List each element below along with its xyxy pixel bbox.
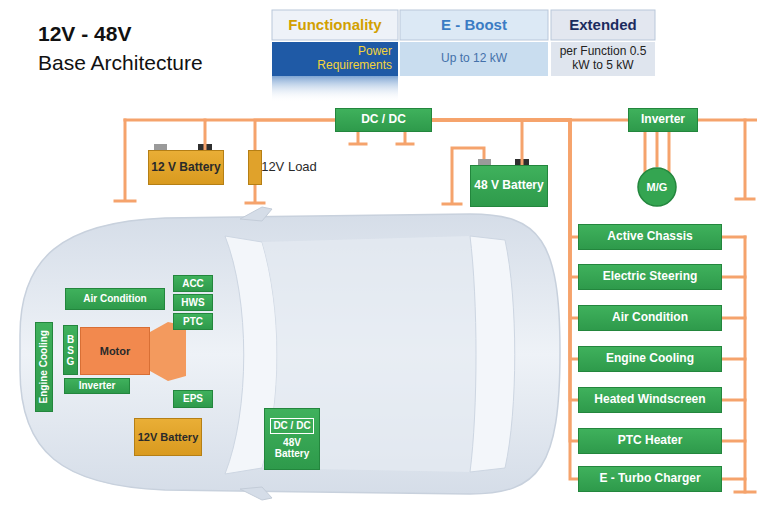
power-wire <box>432 120 578 359</box>
power-wire <box>656 132 659 167</box>
power-wire <box>205 120 335 150</box>
node-text: HWS <box>181 297 204 309</box>
battery-box: 12 V Battery <box>148 150 224 185</box>
table-header: Extended <box>551 10 655 40</box>
phase-wire <box>645 132 669 172</box>
bus-wire <box>125 119 205 122</box>
function-box: Air Condition <box>578 305 722 331</box>
function-box: Electric Steering <box>578 264 722 290</box>
power-wire <box>432 120 578 277</box>
node-text: DC / DC <box>361 113 406 127</box>
ground-stub <box>397 132 413 144</box>
power-wire <box>432 120 522 165</box>
power-wire <box>432 120 578 441</box>
converter-box: DC / DC <box>335 108 432 132</box>
ground-wire <box>736 120 754 199</box>
table-cell-text: per Function 0.5 kW to 5 kW <box>558 42 648 76</box>
node-text: Active Chassis <box>607 230 692 244</box>
component-box: Inverter <box>64 378 130 394</box>
function-box: Engine Cooling <box>578 346 722 372</box>
component-box: HWS <box>173 294 213 311</box>
node-text: PTC Heater <box>618 434 683 448</box>
table-cell <box>272 10 398 40</box>
table-cell <box>272 42 398 76</box>
diagram-subtitle: Base Architecture <box>38 50 258 76</box>
transmission-shape <box>150 322 186 381</box>
node-text: M/G <box>647 181 668 194</box>
bus-wire <box>698 119 757 122</box>
function-box: Active Chassis <box>578 224 722 250</box>
node-text: Engine Cooling <box>38 330 50 403</box>
converter-battery-box: DC / DC 48V Battery <box>264 408 320 470</box>
ground-wire <box>124 120 127 200</box>
battery-box: 12V Battery <box>134 418 202 456</box>
component-box: EPS <box>173 390 213 408</box>
node-text: 48V Battery <box>265 437 319 460</box>
car-mirror <box>240 207 272 221</box>
node-text: Inverter <box>641 113 685 127</box>
engine-box: Motor <box>80 327 150 375</box>
circle-shape <box>638 168 676 206</box>
power-wire <box>432 120 578 237</box>
inverter-box: Inverter <box>628 108 698 132</box>
car-mirror <box>240 487 272 500</box>
node-text: Electric Steering <box>603 270 698 284</box>
node-text: E - Turbo Charger <box>599 472 700 486</box>
component-box: Air Condition <box>65 288 165 310</box>
node-text: BSG <box>66 334 76 367</box>
table-cell <box>400 42 548 76</box>
component-box: Engine Cooling <box>35 322 53 412</box>
table-header: E - Boost <box>400 10 548 40</box>
table-cell-text: Power Requirements <box>300 42 392 76</box>
node-text: Motor <box>100 345 131 358</box>
power-wire <box>432 120 578 479</box>
component-box: BSG <box>63 325 78 375</box>
component-box: ACC <box>173 275 213 292</box>
node-text: PTC <box>183 316 203 328</box>
return-bracket <box>744 237 747 492</box>
node-text: 12V Load <box>261 160 317 175</box>
table-cell <box>400 10 548 40</box>
diagram-title: 12V - 48V <box>38 22 131 46</box>
table-fade <box>272 76 398 102</box>
function-box: E - Turbo Charger <box>578 466 722 492</box>
load-box: 12V Load <box>248 150 330 185</box>
node-text: EPS <box>183 393 203 405</box>
function-box: Heated Windscreen <box>578 387 722 413</box>
ground-stub <box>350 132 366 144</box>
component-box: PTC <box>173 313 213 330</box>
power-wire <box>432 120 578 318</box>
node-text: Heated Windscreen <box>594 393 705 407</box>
node-text: Air Condition <box>612 311 688 325</box>
node-text: Air Condition <box>83 293 146 305</box>
power-wire <box>255 120 335 150</box>
battery-box: 48 V Battery <box>470 165 548 207</box>
node-text: 48 V Battery <box>474 179 543 193</box>
table-cell <box>551 42 655 76</box>
function-box: PTC Heater <box>578 428 722 454</box>
table-cell <box>551 10 655 40</box>
node-text: Inverter <box>79 380 116 392</box>
node-text: ACC <box>182 278 204 290</box>
ground-tick <box>115 200 135 203</box>
ground-tick <box>246 202 264 205</box>
node-text: Engine Cooling <box>606 352 694 366</box>
node-text: 12V Battery <box>138 431 199 444</box>
motor-generator-circle: M/G <box>637 167 677 207</box>
table-cell-text: Up to 12 kW <box>400 42 548 76</box>
power-wire <box>432 120 578 400</box>
node-text: DC / DC <box>270 418 313 434</box>
node-text: 12 V Battery <box>151 161 220 175</box>
table-header: Functionality <box>272 10 398 40</box>
car-body <box>20 214 560 494</box>
car-roof <box>262 236 476 472</box>
return-ticks <box>722 237 755 492</box>
ground-wire <box>254 185 257 202</box>
car-rear-window <box>470 236 515 472</box>
